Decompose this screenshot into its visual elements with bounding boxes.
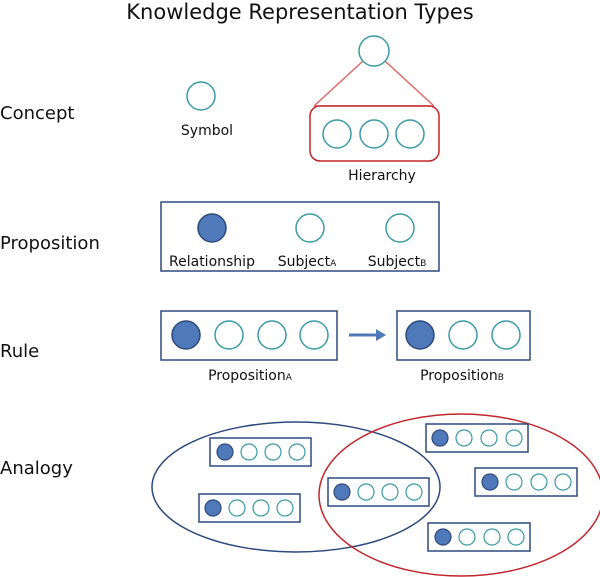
hierarchy-child-node — [359, 119, 389, 149]
analogy-node — [252, 499, 270, 517]
analogy-node — [507, 528, 525, 546]
analogy-node — [505, 429, 523, 447]
analogy-proposition — [474, 467, 578, 497]
analogy-domain-b-ellipse — [318, 413, 600, 577]
concept-hierarchy: Hierarchy — [309, 35, 440, 184]
hierarchy-child-node — [322, 119, 352, 149]
analogy-node — [530, 473, 548, 491]
rule-antecedent-node — [257, 320, 287, 350]
row-label-proposition: Proposition — [0, 233, 100, 254]
relationship-node — [197, 213, 227, 243]
subject-b-node — [385, 213, 415, 243]
analogy-relation-node — [481, 473, 499, 491]
analogy-node — [228, 499, 246, 517]
proposition-a-label-subscript: A — [286, 373, 293, 383]
proposition-b-label-base: Proposition — [420, 368, 498, 384]
analogy-relation-node — [216, 443, 234, 461]
proposition-b-label: PropositionB — [420, 368, 504, 384]
proposition-a-label-base: Proposition — [208, 368, 286, 384]
subject-a-label-base: Subject — [278, 254, 331, 270]
proposition-example: Relationship SubjectA SubjectB — [160, 201, 440, 272]
row-label-analogy: Analogy — [0, 458, 73, 479]
analogy-node — [405, 483, 423, 501]
rule-antecedent-node — [299, 320, 329, 350]
analogy-node — [381, 483, 399, 501]
symbol-label: Symbol — [181, 123, 233, 139]
analogy-proposition — [198, 493, 301, 523]
hierarchy-label: Hierarchy — [348, 168, 416, 184]
analogy-node — [483, 528, 501, 546]
analogy-relation-node — [333, 483, 351, 501]
subject-a-node — [295, 213, 325, 243]
rule-consequent-node — [448, 320, 478, 350]
subject-b-label: SubjectB — [368, 254, 427, 270]
subject-a-label-subscript: A — [330, 259, 337, 269]
concept-symbol: Symbol — [181, 81, 233, 139]
symbol-node — [186, 81, 216, 111]
analogy-node — [505, 473, 523, 491]
analogy-proposition — [425, 423, 529, 453]
analogy-relation-node — [434, 528, 452, 546]
analogy-node — [458, 528, 476, 546]
hierarchy-parent-node — [358, 35, 390, 67]
analogy-node — [357, 483, 375, 501]
analogy-node — [264, 443, 282, 461]
analogy-node — [554, 473, 572, 491]
analogy-node — [240, 443, 258, 461]
analogy-proposition — [427, 522, 531, 552]
rule-consequent-node — [491, 320, 521, 350]
proposition-b-label-subscript: B — [498, 373, 504, 383]
row-label-rule: Rule — [0, 341, 39, 362]
rule-consequent-relation-node — [405, 320, 435, 350]
subject-b-label-base: Subject — [368, 254, 421, 270]
hierarchy-child-node — [395, 119, 425, 149]
analogy-relation-node — [204, 499, 222, 517]
analogy-domain-a-ellipse — [151, 421, 441, 553]
analogy-node — [480, 429, 498, 447]
rule-antecedent-relation-node — [171, 320, 201, 350]
rule-arrow-head — [376, 329, 386, 341]
analogy-example — [151, 413, 600, 577]
diagram-title: Knowledge Representation Types — [126, 0, 473, 24]
subject-a-label: SubjectA — [278, 254, 337, 270]
analogy-node — [276, 499, 294, 517]
analogy-shared-proposition — [327, 477, 430, 507]
row-label-concept: Concept — [0, 103, 74, 124]
rule-antecedent-node — [214, 320, 244, 350]
analogy-node — [455, 429, 473, 447]
rule-example: PropositionA PropositionB — [160, 310, 531, 384]
analogy-proposition — [209, 437, 312, 467]
analogy-relation-node — [431, 429, 449, 447]
analogy-node — [288, 443, 306, 461]
relationship-label: Relationship — [169, 254, 255, 270]
hierarchy-link-left — [313, 60, 364, 107]
hierarchy-link-right — [384, 60, 435, 107]
subject-b-label-subscript: B — [420, 259, 426, 269]
proposition-a-label: PropositionA — [208, 368, 293, 384]
